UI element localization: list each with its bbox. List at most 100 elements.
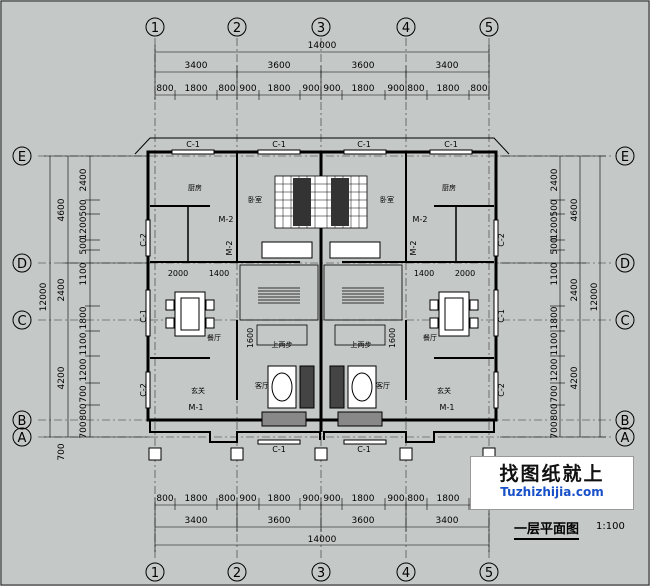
window-c2-4: C-2 <box>497 383 506 397</box>
front-columns <box>148 447 496 461</box>
dim-left-10: 700 <box>79 385 89 402</box>
dim-overall-top: 14000 <box>308 41 337 51</box>
dim-right-8: 1100 <box>550 332 560 355</box>
room-bedroom-right: 卧室 <box>380 195 394 204</box>
axis-row-e-right: E <box>621 150 629 165</box>
dim-left-11: 800 <box>79 403 89 420</box>
dim-sub-6: 900 <box>302 84 319 94</box>
dim-sub-6-bottom: 900 <box>302 494 319 504</box>
window-c1-3: C-1 <box>357 140 371 149</box>
building-walls <box>134 137 510 443</box>
door-m2-3: M-2 <box>225 241 234 256</box>
dim-sub-8: 1800 <box>352 84 375 94</box>
dim-bay-4-bottom: 3400 <box>436 516 459 526</box>
dim-sub-11: 1800 <box>437 84 460 94</box>
dim-right-6: 2400 <box>570 278 580 301</box>
axis-labels: 1 2 3 4 5 1 2 3 4 5 E D C B A E D C B A <box>17 21 630 581</box>
dim-right-5: 1100 <box>550 262 560 285</box>
bottom-dimension-lines <box>154 498 490 552</box>
window-labels: C-1 C-1 C-1 C-1 C-1 C-1 C-2 C-1 C-2 C-2 … <box>139 140 506 454</box>
dim-depth-left: 12000 <box>39 282 49 311</box>
dim-sub-7: 900 <box>323 84 340 94</box>
axis-col-4: 4 <box>402 21 410 36</box>
dim-right-1: 2400 <box>550 168 560 191</box>
room-kitchen-right: 厨房 <box>442 183 456 192</box>
dim-sub-10-bottom: 800 <box>407 494 424 504</box>
dim-depth-right: 12000 <box>590 282 600 311</box>
dim-left-5: 1100 <box>79 262 89 285</box>
door-m1-right: M-1 <box>440 403 455 412</box>
dim-sub-7-bottom: 900 <box>323 494 340 504</box>
dim-left-6: 2400 <box>57 278 67 301</box>
dim-left-9: 1200 <box>79 358 89 381</box>
column-bubbles-top <box>145 17 499 37</box>
axis-row-d: D <box>17 257 27 272</box>
dim-sub-5: 1800 <box>268 84 291 94</box>
bedroom-furniture <box>261 175 381 259</box>
top-dimension-texts: 14000 3400 3600 3600 3400 800 1800 800 9… <box>156 41 487 94</box>
dim-right-major-2: 4200 <box>570 366 580 389</box>
dim-right-9: 1200 <box>550 358 560 381</box>
dim-bay-1-bottom: 3400 <box>185 516 208 526</box>
room-step-right: 上两步 <box>351 340 372 349</box>
dim-1400-right: 1400 <box>414 269 434 278</box>
dim-sub-8-bottom: 1800 <box>352 494 375 504</box>
dim-2000-right: 2000 <box>455 269 475 278</box>
axis-row-a: A <box>18 431 27 446</box>
dim-right-12: 700 <box>550 421 560 438</box>
door-m1-left: M-1 <box>189 403 204 412</box>
dim-right-7: 1800 <box>550 306 560 329</box>
axis-row-b: B <box>18 414 27 429</box>
left-dimension-lines <box>44 155 150 438</box>
axis-col-1: 1 <box>151 21 159 36</box>
stair <box>239 264 403 346</box>
door-m2-2: M-2 <box>413 215 428 224</box>
door-m2-4: M-2 <box>409 241 418 256</box>
axis-row-e: E <box>18 150 26 165</box>
axis-row-d-right: D <box>620 257 630 272</box>
dim-1400-left: 1400 <box>209 269 229 278</box>
dim-left-major-1: 4600 <box>57 198 67 221</box>
left-dimension-texts: 12000 4600 4200 2400 500 1200 500 1100 2… <box>39 168 89 460</box>
dim-sub-1: 800 <box>156 84 173 94</box>
dim-sub-10: 800 <box>407 84 424 94</box>
row-bubbles <box>12 146 635 447</box>
window-c1-2: C-1 <box>272 140 286 149</box>
column-bubbles-bottom <box>145 562 499 582</box>
right-dimension-texts: 12000 4600 4200 2400 500 1200 500 1100 2… <box>550 168 600 438</box>
dim-left-4: 500 <box>79 237 89 254</box>
room-step-left: 上两步 <box>272 340 293 349</box>
axis-col-4-bottom: 4 <box>402 566 410 581</box>
dim-right-2: 500 <box>550 199 560 216</box>
dim-bay-3-bottom: 3600 <box>352 516 375 526</box>
axis-col-3: 3 <box>317 21 325 36</box>
axis-row-a-right: A <box>621 431 630 446</box>
dim-2000-left: 2000 <box>168 269 188 278</box>
dim-sub-1-bottom: 800 <box>156 494 173 504</box>
dim-outer-700-left: 700 <box>57 443 67 460</box>
dim-overall-bottom: 14000 <box>308 535 337 545</box>
dim-bay-2-bottom: 3600 <box>268 516 291 526</box>
watermark-banner: 找图纸就上 Tuzhizhijia.com <box>470 456 634 510</box>
dim-sub-11-bottom: 1800 <box>437 494 460 504</box>
dim-sub-2: 1800 <box>185 84 208 94</box>
room-entry-left: 玄关 <box>191 386 205 395</box>
dim-right-10: 700 <box>550 385 560 402</box>
dim-left-3: 1200 <box>79 216 89 239</box>
room-dining-right: 餐厅 <box>423 333 437 342</box>
dining-tables <box>165 291 479 337</box>
dim-bay-4: 3400 <box>436 61 459 71</box>
dim-sub-5-bottom: 1800 <box>268 494 291 504</box>
dim-sub-3: 800 <box>218 84 235 94</box>
dim-left-2: 500 <box>79 199 89 216</box>
window-c1-1: C-1 <box>186 140 200 149</box>
axis-row-c-right: C <box>620 314 629 329</box>
window-c1-4: C-1 <box>444 140 458 149</box>
dim-right-3: 1200 <box>550 216 560 239</box>
dim-bay-3: 3600 <box>352 61 375 71</box>
dim-left-7: 1800 <box>79 306 89 329</box>
room-living-right: 客厅 <box>376 381 390 390</box>
dim-sub-4-bottom: 900 <box>239 494 256 504</box>
